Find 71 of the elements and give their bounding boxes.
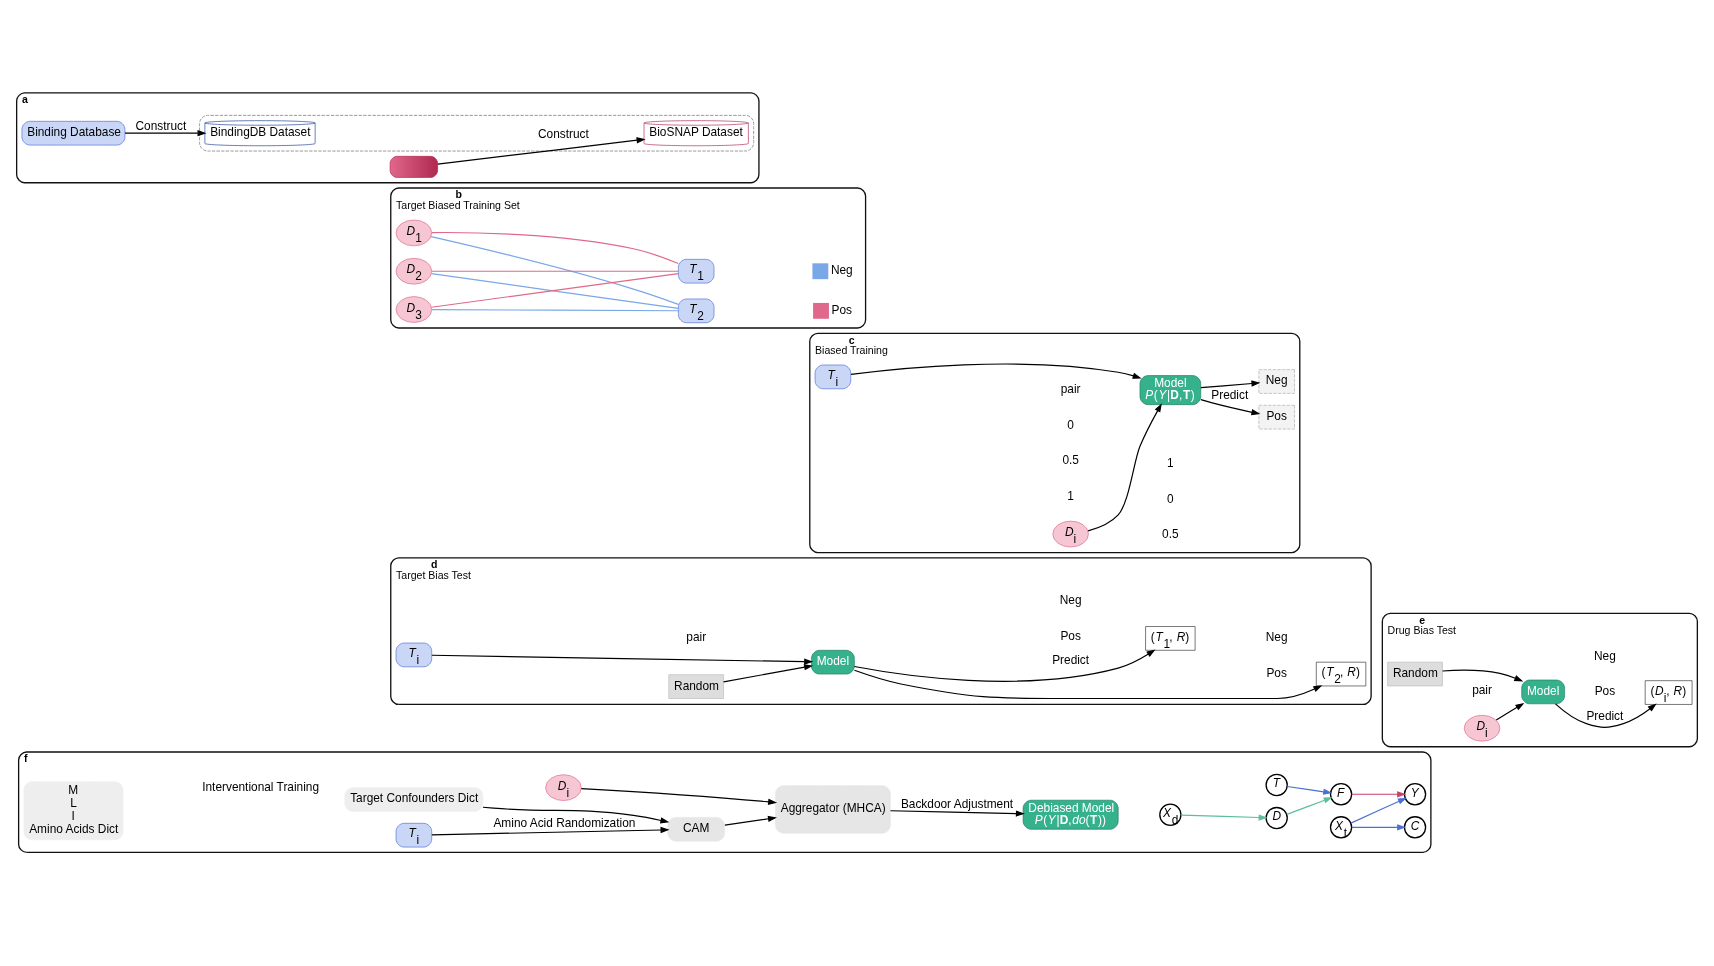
arrow <box>124 130 207 137</box>
label: Neg <box>1594 648 1616 663</box>
legend-label: Neg <box>830 263 853 278</box>
node-circle: F <box>1329 783 1353 806</box>
arrow <box>1286 785 1333 795</box>
arrow <box>580 787 778 805</box>
node-box: Random <box>1387 661 1443 687</box>
node-circle: T <box>1265 773 1288 797</box>
arrow <box>482 806 670 824</box>
arrow <box>1441 669 1524 682</box>
label: 0 <box>1067 417 1074 432</box>
arrow <box>850 363 1142 379</box>
edge-label: Predict <box>1211 387 1249 402</box>
node-box: Random <box>668 674 724 699</box>
arrow <box>1350 797 1407 824</box>
node-box: Model P(Y|D,T) <box>1139 375 1202 405</box>
arrow <box>724 815 777 826</box>
node-box: Pos <box>1258 404 1295 430</box>
label: 0.5 <box>1162 527 1179 542</box>
arrow <box>853 669 1323 700</box>
connector <box>430 236 679 305</box>
node-box: Debiased Model P(Y|D,do(T)) <box>1022 799 1119 830</box>
arrow <box>889 810 1025 817</box>
node-text: pair <box>686 629 707 644</box>
arrow <box>437 137 646 165</box>
edge-label: Amino Acid Randomization <box>493 815 636 830</box>
label: Pos <box>1060 629 1081 643</box>
label: Pos <box>1266 665 1287 680</box>
arrow <box>431 826 670 836</box>
label: 0 <box>1167 491 1174 506</box>
label: Pos <box>1594 684 1616 699</box>
node-box: Binding Database <box>21 121 126 146</box>
node-text: pair <box>1472 683 1492 698</box>
node-circle: C <box>1403 816 1427 839</box>
label: Interventional Training <box>202 779 320 794</box>
edge-label: Construct <box>538 127 589 142</box>
node-box: Neg <box>1258 369 1295 394</box>
node-text: pair <box>1060 382 1081 397</box>
node-box: Aggregator (MHCA) <box>775 785 891 834</box>
node-circle: Y <box>1403 783 1427 806</box>
label: Neg <box>1059 593 1082 608</box>
label: 1 <box>1167 455 1174 470</box>
edge-label: Predict <box>1586 708 1624 723</box>
arrow <box>853 649 1156 682</box>
connector <box>431 270 679 272</box>
edge-label: Predict <box>1052 653 1090 668</box>
connector <box>431 309 679 312</box>
connector <box>431 231 679 265</box>
node-box: Target Confounders Dict <box>344 787 484 812</box>
node-box: Model <box>1521 679 1565 705</box>
arrow <box>1554 703 1657 728</box>
arrow <box>1200 399 1261 416</box>
legend-label: Pos <box>831 302 853 317</box>
arrow <box>1200 380 1261 389</box>
arrow <box>1351 824 1407 831</box>
label: 0.5 <box>1062 453 1079 468</box>
arrow <box>1286 797 1333 816</box>
node-capsule <box>389 156 438 178</box>
arrow <box>1495 702 1525 721</box>
node-box: CAM <box>667 817 725 842</box>
arrow <box>431 654 814 665</box>
edge-label: Backdoor Adjustment <box>900 796 1014 811</box>
arrow <box>1180 814 1268 821</box>
arrow <box>723 664 814 683</box>
node-circle: D <box>1265 806 1288 830</box>
node-box: Model <box>811 649 855 675</box>
label: 1 <box>1067 488 1074 503</box>
arrow <box>1351 791 1407 798</box>
arrow <box>1087 403 1162 532</box>
edge-label: Construct <box>135 118 187 133</box>
label: Neg <box>1265 630 1288 645</box>
